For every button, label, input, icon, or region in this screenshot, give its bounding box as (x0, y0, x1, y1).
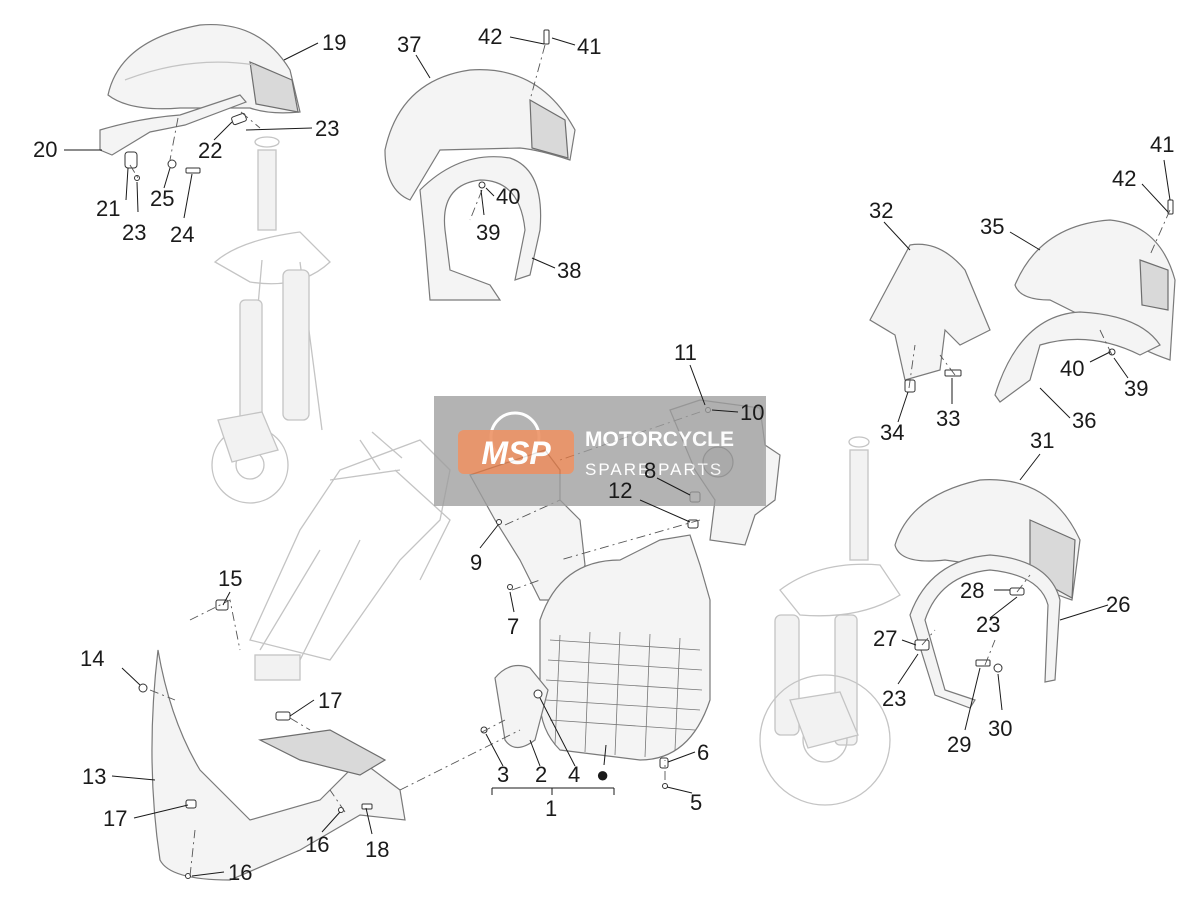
callout-41: 41 (577, 34, 601, 59)
watermark-subtitle: SPARE PARTS (585, 460, 723, 479)
front-mudguard-part-19 (107, 23, 301, 114)
callout-7: 7 (507, 614, 519, 639)
callout-17: 17 (318, 688, 342, 713)
fasteners-top-center (478, 29, 550, 189)
callout-16: 16 (305, 832, 329, 857)
mudguard-bracket-part-38 (419, 156, 542, 301)
callout-labels: 19 20 21 23 22 23 25 24 37 42 41 40 39 3… (33, 24, 1174, 885)
callout-42: 42 (1112, 166, 1136, 191)
callout-19: 19 (322, 30, 346, 55)
callout-34: 34 (880, 420, 904, 445)
leader-lines (64, 36, 1171, 877)
mudguard-bracket-part-20 (99, 94, 248, 156)
callout-21: 21 (96, 196, 120, 221)
callout-39: 39 (476, 220, 500, 245)
callout-41: 41 (1150, 132, 1174, 157)
callout-23: 23 (976, 612, 1000, 637)
callout-35: 35 (980, 214, 1004, 239)
callout-15: 15 (218, 566, 242, 591)
callout-23: 23 (122, 220, 146, 245)
front-fork-left-ghost (211, 136, 331, 504)
callout-6: 6 (697, 740, 709, 765)
callout-40: 40 (496, 184, 520, 209)
front-fork-right-ghost (759, 436, 901, 806)
callout-42: 42 (478, 24, 502, 49)
callout-3: 3 (497, 762, 509, 787)
callout-8: 8 (644, 458, 656, 483)
watermark: MSP MOTORCYCLE SPARE PARTS (434, 396, 766, 506)
callout-37: 37 (397, 32, 421, 57)
callout-23: 23 (882, 686, 906, 711)
callout-5: 5 (690, 790, 702, 815)
frame-ghost (249, 431, 451, 681)
mudguard-bracket-part-26 (909, 554, 1061, 709)
mudguard-bracket-part-36 (994, 311, 1161, 403)
radiator-grille-cover (539, 534, 711, 761)
callout-25: 25 (150, 186, 174, 211)
callout-36: 36 (1072, 408, 1096, 433)
callout-10: 10 (740, 400, 764, 425)
callout-39: 39 (1124, 376, 1148, 401)
callout-11: 11 (674, 340, 697, 365)
callout-38: 38 (557, 258, 581, 283)
fasteners-bottom-left (138, 599, 373, 879)
callout-30: 30 (988, 716, 1012, 741)
callout-40: 40 (1060, 356, 1084, 381)
callout-32: 32 (869, 198, 893, 223)
callout-14: 14 (80, 646, 104, 671)
callout-22: 22 (198, 138, 222, 163)
callout-16: 16 (228, 860, 252, 885)
callout-17: 17 (103, 806, 127, 831)
callout-23: 23 (315, 116, 339, 141)
callout-27: 27 (873, 626, 897, 651)
small-fasteners-top-left (124, 112, 247, 181)
callout-24: 24 (170, 222, 194, 247)
watermark-title: MOTORCYCLE (585, 428, 734, 451)
callout-28: 28 (960, 578, 984, 603)
callout-kit-marker: ● (596, 762, 609, 787)
callout-20: 20 (33, 137, 57, 162)
callout-33: 33 (936, 406, 960, 431)
callout-4: 4 (568, 762, 580, 787)
callout-2: 2 (535, 762, 547, 787)
watermark-logo: MSP (481, 435, 551, 471)
front-mudguard-part-37 (384, 69, 576, 201)
callout-26: 26 (1106, 592, 1130, 617)
rear-mudguard-part-13 (151, 649, 406, 881)
front-mudguard-part-32 (869, 243, 991, 381)
callout-13: 13 (82, 764, 106, 789)
callout-18: 18 (365, 837, 389, 862)
callout-31: 31 (1030, 428, 1054, 453)
callout-9: 9 (470, 550, 482, 575)
callout-1: 1 (545, 796, 557, 821)
inspection-cover-part-2 (494, 665, 549, 749)
callout-29: 29 (947, 732, 971, 757)
callout-12: 12 (608, 478, 632, 503)
